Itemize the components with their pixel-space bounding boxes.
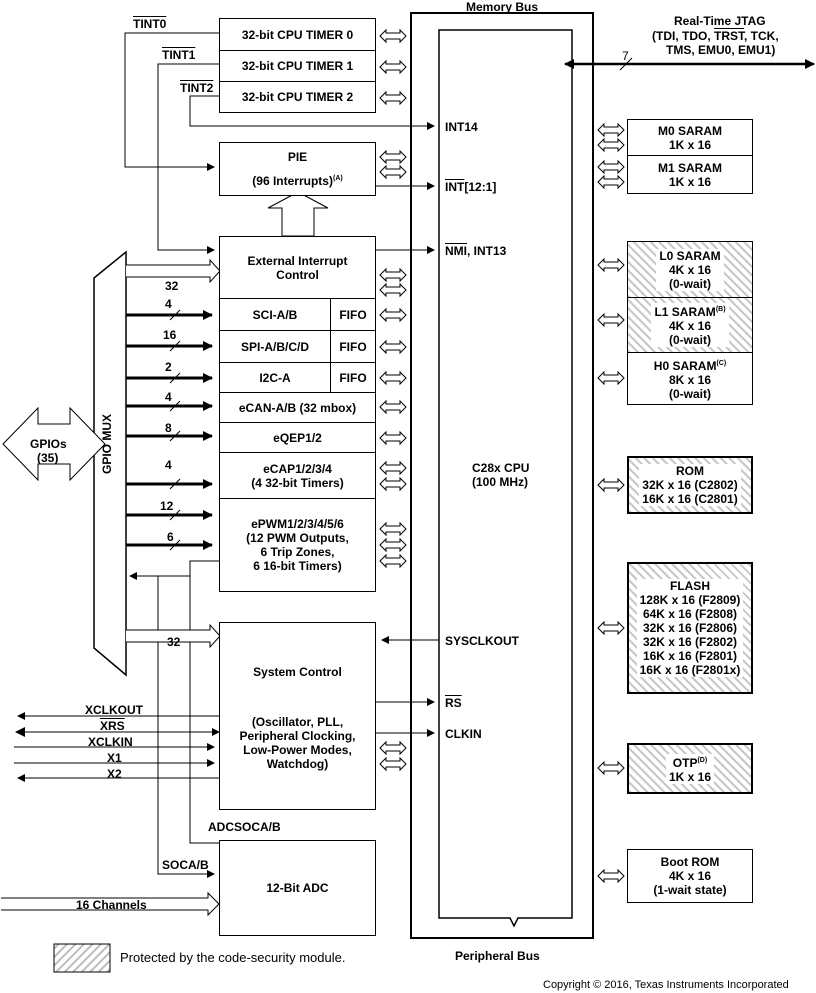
eqep-width: 8 bbox=[165, 421, 172, 435]
m1-saram: M1 SARAM 1K x 16 bbox=[627, 155, 753, 194]
adc-block: 12-Bit ADC bbox=[219, 840, 376, 936]
epwm-width-1: 12 bbox=[160, 499, 174, 513]
gpios-count: (35) bbox=[37, 451, 59, 465]
xclkin-label: XCLKIN bbox=[88, 735, 133, 749]
eqep-block: eQEP1/2 bbox=[219, 422, 376, 453]
sysclkout-label: SYSCLKOUT bbox=[445, 634, 520, 648]
rs-label: RS bbox=[445, 696, 462, 710]
int14-label: INT14 bbox=[445, 120, 478, 134]
system-control-block: System Control (Oscillator, PLL, Periphe… bbox=[219, 622, 376, 810]
gpio-mux-shape bbox=[93, 250, 127, 677]
rom-block: ROM 32K x 16 (C2802) 16K x 16 (C2801) bbox=[627, 456, 753, 514]
ecap-block: eCAP1/2/3/4 (4 32-bit Timers) bbox=[219, 452, 376, 499]
adcsoca-label: ADCSOCA/B bbox=[208, 820, 281, 834]
m0-saram: M0 SARAM 1K x 16 bbox=[627, 119, 753, 156]
gpios-label: GPIOs bbox=[30, 437, 67, 451]
memory-bus-frame bbox=[410, 12, 594, 939]
xint-width: 32 bbox=[165, 279, 179, 293]
sci-block: SCI-A/B bbox=[219, 298, 331, 331]
l1-saram: L1 SARAM(B)4K x 16 (0-wait) bbox=[627, 297, 753, 353]
cpu-name: C28x CPU bbox=[472, 461, 530, 475]
sysctl-width: 32 bbox=[167, 635, 181, 649]
cpu-timer-1: 32-bit CPU TIMER 1 bbox=[219, 50, 376, 82]
cpu-timer-2: 32-bit CPU TIMER 2 bbox=[219, 81, 376, 113]
x2-label: X2 bbox=[107, 767, 122, 781]
nmi-label: NMI, INT13 bbox=[445, 244, 507, 258]
jtag-title: Real-Time JTAG bbox=[674, 14, 766, 28]
soca-label: SOCA/B bbox=[162, 858, 209, 872]
xrs-label: XRS bbox=[100, 719, 125, 733]
memory-bus-label: Memory Bus bbox=[466, 0, 539, 14]
jtag-width: 7 bbox=[622, 49, 629, 63]
jtag-signals-2: TMS, EMU0, EMU1) bbox=[666, 43, 776, 57]
xclkout-label: XCLKOUT bbox=[85, 703, 143, 717]
x1-label: X1 bbox=[107, 751, 122, 765]
ecap-width: 4 bbox=[165, 458, 172, 472]
jtag-signals-1: (TDI, TDO, TRST, TCK, bbox=[652, 29, 779, 43]
sci-fifo: FIFO bbox=[330, 298, 376, 331]
spi-fifo: FIFO bbox=[330, 330, 376, 363]
sci-width: 4 bbox=[165, 297, 172, 311]
ecan-width: 4 bbox=[165, 390, 172, 404]
gpio-mux-label: GPIO MUX bbox=[100, 413, 114, 474]
h0-saram: H0 SARAM(C)8K x 16 (0-wait) bbox=[627, 352, 753, 405]
i2c-block: I2C-A bbox=[219, 362, 331, 393]
spi-block: SPI-A/B/C/D bbox=[219, 330, 331, 363]
copyright: Copyright © 2016, Texas Instruments Inco… bbox=[543, 979, 789, 991]
spi-width: 16 bbox=[163, 328, 177, 342]
cpu-freq: (100 MHz) bbox=[472, 475, 529, 489]
cpu-timer-0: 32-bit CPU TIMER 0 bbox=[219, 18, 376, 51]
bus-connectors-right bbox=[597, 122, 625, 884]
ecan-block: eCAN-A/B (32 mbox) bbox=[219, 392, 376, 423]
flash-block: FLASH 128K x 16 (F2809) 64K x 16 (F2808)… bbox=[627, 562, 753, 694]
pie-block: PIE (96 Interrupts)(A) bbox=[219, 142, 376, 196]
external-interrupt-control: External Interrupt Control bbox=[219, 236, 376, 299]
legend-text: Protected by the code-security module. bbox=[120, 950, 346, 965]
legend-swatch bbox=[53, 943, 111, 973]
epwm-width-2: 6 bbox=[167, 530, 174, 544]
i2c-width: 2 bbox=[165, 360, 172, 374]
otp-block: OTP(D)1K x 16 bbox=[627, 743, 753, 794]
channels-label: 16 Channels bbox=[76, 898, 147, 912]
tint2-label: TINT2 bbox=[180, 81, 214, 95]
boot-rom-block: Boot ROM 4K x 16 (1-wait state) bbox=[627, 849, 753, 903]
i2c-fifo: FIFO bbox=[330, 362, 376, 393]
l0-saram: L0 SARAM 4K x 16 (0-wait) bbox=[627, 241, 753, 298]
tint0-label: TINT0 bbox=[133, 17, 167, 31]
epwm-block: ePWM1/2/3/4/5/6 (12 PWM Outputs, 6 Trip … bbox=[219, 498, 376, 592]
tint1-label: TINT1 bbox=[162, 48, 196, 62]
clkin-label: CLKIN bbox=[445, 727, 482, 741]
bus-connectors-left bbox=[379, 28, 407, 772]
peripheral-bus-label: Peripheral Bus bbox=[455, 949, 540, 963]
int12-label: INT[12:1] bbox=[445, 180, 497, 194]
cpu-frame bbox=[438, 29, 573, 928]
